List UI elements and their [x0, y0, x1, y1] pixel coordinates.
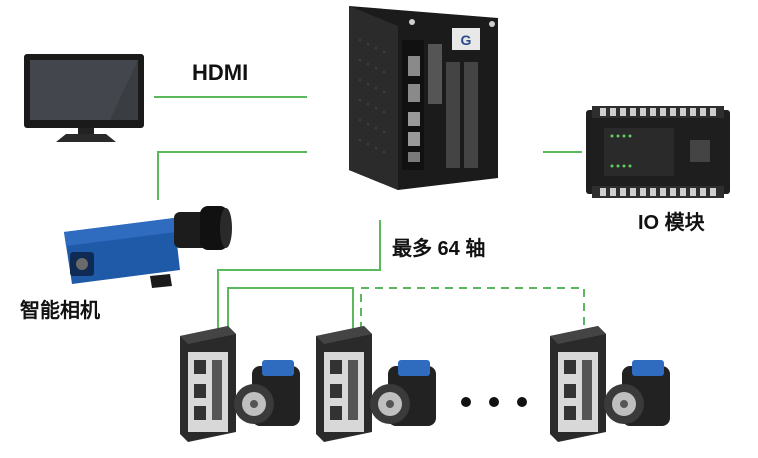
industrial-pc-icon: G: [349, 6, 498, 190]
servo-motor-icon: [234, 360, 300, 426]
servo-motor-icon: [604, 360, 670, 426]
max-axes-label: 最多 64 轴: [392, 238, 486, 260]
axis-bus-line-2: [227, 287, 354, 330]
servo-unit-2: [316, 326, 436, 442]
servo-motor-icon: [370, 360, 436, 426]
servo-drive-icon: [316, 326, 372, 442]
connection-lines: [154, 96, 585, 330]
axis-bus-line-dashed: [360, 287, 585, 330]
smart-camera-label: 智能相机: [20, 300, 100, 322]
camera-line: [157, 151, 307, 200]
io-module-label: IO 模块: [638, 212, 705, 234]
ellipsis-icon: [461, 397, 527, 407]
io-module-icon: [586, 106, 730, 198]
servo-unit-n: [550, 326, 670, 442]
servo-drive-icon: [550, 326, 606, 442]
svg-text:G: G: [461, 32, 472, 48]
servo-unit-1: [180, 326, 300, 442]
axis-bus-line-1: [217, 220, 381, 330]
servo-drive-icon: [180, 326, 236, 442]
hdmi-label: HDMI: [192, 60, 249, 85]
monitor-icon: [24, 54, 144, 142]
smart-camera-icon: [64, 206, 232, 288]
